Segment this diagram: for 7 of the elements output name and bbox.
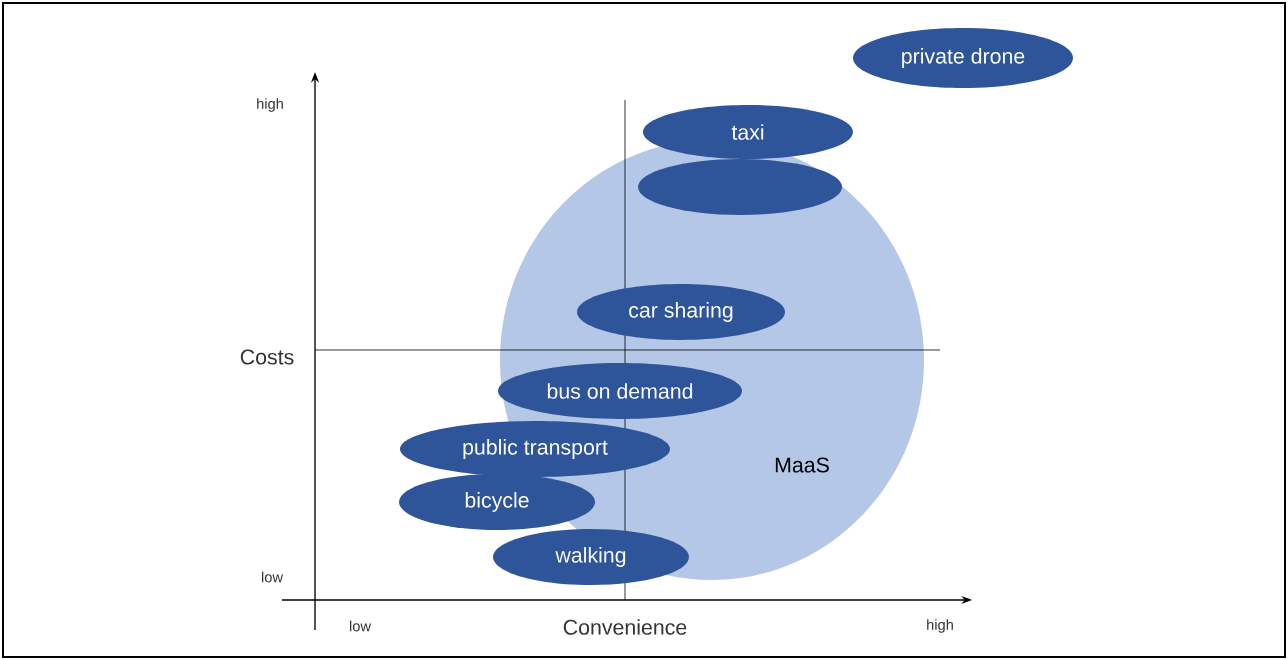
axis-title: Costs xyxy=(240,349,294,365)
axis-label: low xyxy=(350,620,372,632)
axis-label: low xyxy=(262,571,284,583)
axis-title: Convenience xyxy=(563,619,687,635)
axis-label: high xyxy=(257,98,283,112)
ellipse xyxy=(638,159,842,215)
axis-label: high xyxy=(927,619,953,633)
